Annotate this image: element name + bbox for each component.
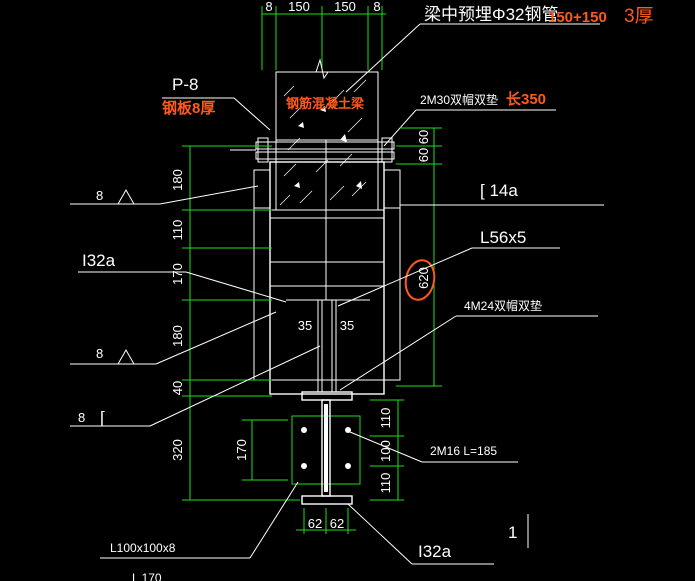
lower-connection	[242, 391, 404, 534]
beam-i32a-bottom-callout: I32a	[347, 503, 494, 565]
plate-label: P-8	[172, 75, 198, 94]
steel-column	[253, 140, 401, 395]
right-dim-110a: 110	[378, 408, 393, 429]
bolt-2m16-callout: 2M16 L=185	[349, 431, 518, 463]
right-dim-620: 620	[416, 267, 431, 289]
pipe-note-markup: 150+150	[548, 9, 607, 26]
top-dimension-chain: 8 150 150 8	[261, 0, 386, 70]
weld-8-b: 8	[96, 346, 103, 361]
top-dim-8-left: 8	[265, 0, 272, 14]
top-dim-150-right: 150	[334, 0, 356, 14]
left-dimension-chain	[182, 145, 300, 501]
inner-dim-170: 170	[234, 439, 249, 461]
pipe-note: 梁中预埋Φ32钢管	[424, 5, 558, 24]
section-mark-label: 1	[508, 523, 517, 542]
weld-callout-b: 8	[70, 311, 277, 365]
right-dim-60a: 60	[416, 130, 431, 144]
pipe-callout: 梁中预埋Φ32钢管 150+150 3厚	[345, 5, 654, 93]
channel-label: [ 14a	[480, 181, 518, 200]
bottom-dim-62-left: 62	[308, 516, 322, 531]
right-dimension-chain	[396, 127, 442, 387]
channel-callout: [ 14a	[400, 181, 604, 206]
bolt-2m30-label: 2M30双帽双垫	[420, 92, 498, 107]
inner-dim-35-right: 35	[340, 318, 354, 333]
left-dim-170: 170	[170, 263, 185, 285]
beam-i32a-left-label: I32a	[82, 251, 116, 270]
top-dim-8-right: 8	[373, 0, 380, 14]
right-dim-60b: 60	[416, 148, 431, 162]
left-dim-320: 320	[170, 439, 185, 461]
bottom-dim-62-right: 62	[330, 516, 344, 531]
top-dim-150-left: 150	[288, 0, 310, 14]
left-dim-180a: 180	[170, 169, 185, 191]
bolt-4m24-label: 4M24双帽双垫	[464, 298, 542, 313]
bottom-cut-label: L 170	[132, 571, 162, 581]
angle-callout: L56x5	[337, 228, 560, 307]
angle-bottom-label: L100x100x8	[110, 541, 176, 555]
pipe-note-thickness: 3厚	[624, 6, 654, 27]
left-dim-40: 40	[170, 381, 185, 395]
section-mark: 1	[508, 514, 529, 548]
bolt-2m16-label: 2M16 L=185	[430, 444, 497, 458]
weld-8-a: 8	[96, 188, 103, 203]
bolt-4m24-callout: 4M24双帽双垫	[339, 298, 598, 391]
weld-8-c: 8	[78, 410, 85, 425]
weld-channel-symbol: [	[100, 408, 105, 427]
weld-callout-a: 8	[70, 185, 259, 205]
weld-callout-c: 8 [	[70, 345, 321, 427]
beam-i32a-bottom-label: I32a	[418, 542, 452, 561]
inner-dim-35-left: 35	[298, 318, 312, 333]
bolt-2m30-callout: 2M30双帽双垫 长350	[383, 90, 556, 147]
bolt-2m30-markup: 长350	[506, 90, 546, 108]
left-dim-180b: 180	[170, 325, 185, 347]
plate-callout: P-8 钢板8厚	[162, 75, 271, 131]
markup-circle-620	[404, 259, 436, 301]
right-dim-100: 100	[378, 440, 393, 462]
beam-i32a-callout: I32a	[78, 251, 287, 303]
right-dim-110b: 110	[378, 473, 393, 494]
angle-bottom-callout: L100x100x8	[100, 481, 299, 559]
angle-label: L56x5	[480, 228, 526, 247]
plate-markup: 钢板8厚	[162, 99, 215, 117]
concrete-markup: 钢筋混凝土梁	[286, 96, 365, 111]
left-dim-110: 110	[170, 220, 185, 241]
